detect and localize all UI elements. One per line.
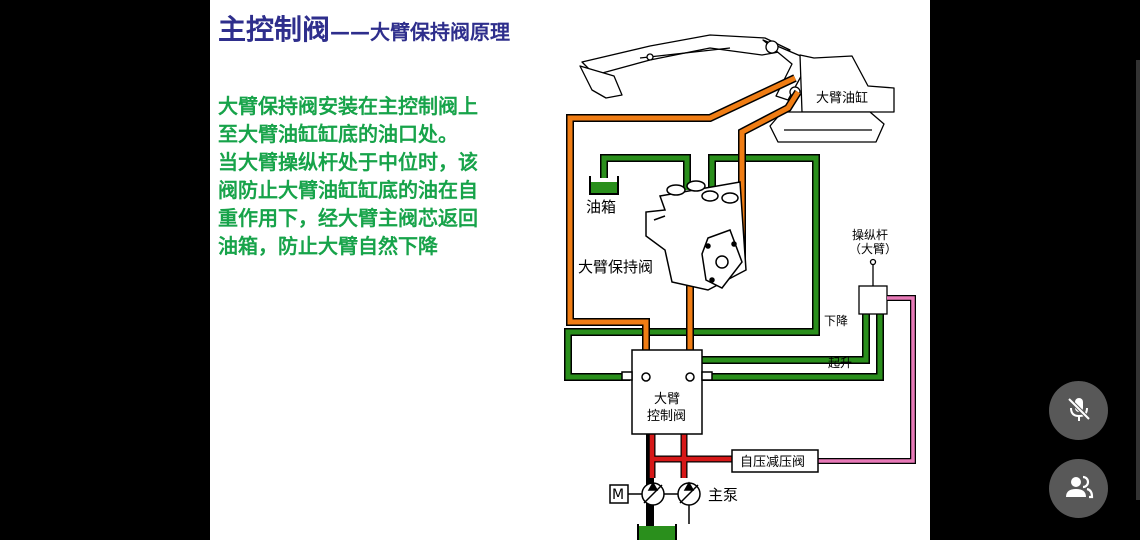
screen-edge-handle: [1136, 60, 1140, 500]
boom-control-valve: [621, 349, 713, 435]
lever-sub-label: （大臂）: [849, 242, 897, 256]
oil-tank-symbol: [589, 176, 619, 195]
hydraulic-diagram: 大臂油缸 油箱: [564, 34, 916, 540]
excavator-drawing: [579, 34, 895, 143]
pink-pilot-line: [818, 295, 916, 464]
slide: 主控制阀——大臂保持阀原理 大臂保持阀安装在主控制阀上至大臂油缸缸底的油口处。 …: [210, 0, 930, 540]
participants-button[interactable]: [1049, 459, 1108, 518]
pressure-reducing-valve: [731, 449, 819, 473]
mic-off-icon: [1064, 394, 1094, 428]
description-text: 大臂保持阀安装在主控制阀上至大臂油缸缸底的油口处。 当大臂操纵杆处于中位时，该阀…: [218, 92, 488, 260]
lower-label: 下降: [824, 314, 848, 328]
oil-tank-label: 油箱: [586, 198, 616, 216]
main-pump-label: 主泵: [708, 486, 738, 504]
lever-symbol: [858, 258, 888, 315]
main-pump-symbol: [628, 481, 701, 524]
title-main: 主控制阀: [218, 13, 331, 46]
motor-symbol: M: [609, 484, 629, 504]
boom-cylinder-label: 大臂油缸: [816, 90, 868, 106]
slide-title: 主控制阀——大臂保持阀原理: [218, 8, 510, 48]
boom-control-valve-label: 大臂: [654, 392, 680, 407]
mute-microphone-button[interactable]: [1049, 381, 1108, 440]
svg-text:M: M: [612, 487, 624, 503]
red-pressure-lines: [648, 434, 732, 478]
boom-holding-valve-body: [645, 180, 747, 291]
pressure-reducing-valve-label: 自压减压阀: [740, 455, 805, 470]
description-paragraph-2: 当大臂操纵杆处于中位时，该阀防止大臂油缸缸底的油在自重作用下，经大臂主阀芯返回油…: [218, 150, 478, 258]
participants-icon: [1063, 472, 1095, 506]
title-sub: ——大臂保持阀原理: [330, 20, 511, 44]
bottom-tank-symbol: [637, 524, 677, 540]
description-paragraph-1: 大臂保持阀安装在主控制阀上至大臂油缸缸底的油口处。: [218, 94, 478, 146]
boom-holding-valve-label: 大臂保持阀: [578, 258, 653, 276]
raise-label: 起升: [828, 356, 852, 370]
lever-label: 操纵杆: [852, 227, 888, 242]
orange-cylinder-lines: [566, 74, 802, 377]
boom-control-valve-sub-label: 控制阀: [647, 409, 686, 424]
